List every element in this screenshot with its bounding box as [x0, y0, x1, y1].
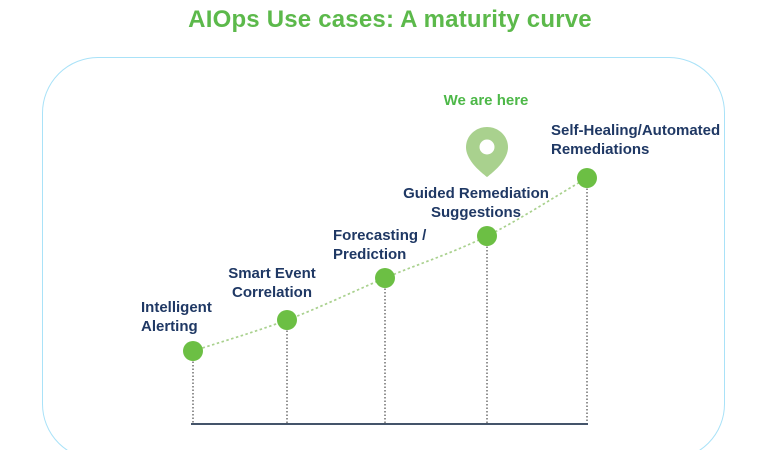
stage-label-self-healing-automated-remediations: Self-Healing/Automated Remediations — [551, 121, 720, 159]
page-title: AIOps Use cases: A maturity curve — [188, 6, 592, 33]
stage-label-line: Suggestions — [430, 204, 521, 221]
we-are-here-label: We are here — [443, 92, 529, 109]
stage-label-guided-remediation-suggestions: Guided Remediation Suggestions — [396, 184, 556, 222]
stage-dot — [277, 310, 297, 330]
stage-dot — [477, 226, 497, 246]
rounded-border-frame — [42, 57, 725, 450]
stage-label-line: Self-Healing/Automated — [551, 122, 721, 139]
location-pin-icon — [466, 127, 508, 177]
stage-label-line: Remediations — [551, 141, 650, 158]
stage-label-smart-event-correlation: Smart Event Correlation — [212, 264, 332, 302]
stage-label-line: Prediction — [333, 246, 407, 263]
stage-label-line: Forecasting / — [333, 227, 427, 244]
stage-label-line: Correlation — [231, 284, 312, 301]
stage-label-forecasting-prediction: Forecasting / Prediction — [333, 226, 426, 264]
stage-label-line: Intelligent — [141, 299, 212, 316]
stage-label-intelligent-alerting: Intelligent Alerting — [141, 298, 212, 336]
stage-dot — [577, 168, 597, 188]
stage-label-line: Smart Event — [228, 265, 316, 282]
stage-label-line: Guided Remediation — [403, 185, 549, 202]
stage-dot — [183, 341, 203, 361]
stage-label-line: Alerting — [141, 318, 198, 335]
stage-dot — [375, 268, 395, 288]
